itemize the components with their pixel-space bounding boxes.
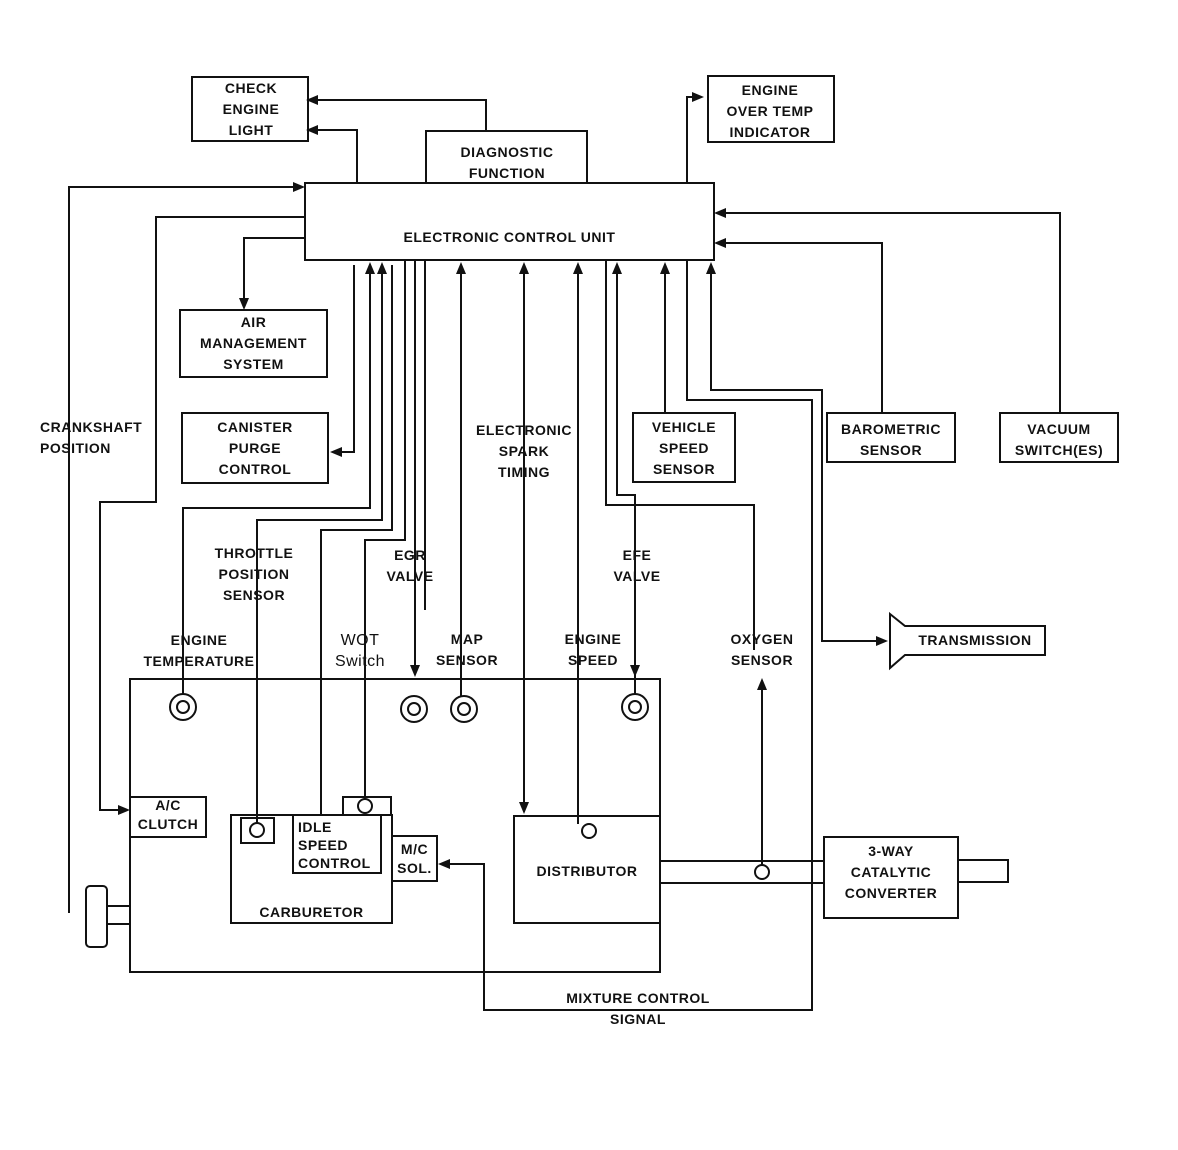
ac-clutch-box [129,796,207,838]
ac-clutch-label: A/C CLUTCH [137,797,199,832]
engine-speed-label: ENGINE SPEED [564,631,622,668]
crank-pulley [85,885,108,948]
wot-switch-label: WOT Switch [334,632,386,670]
mc-sol-label: M/C SOL. [397,841,432,876]
diagnostic-function-box [425,130,588,183]
mixture-control-signal-label: MIXTURE CONTROL SIGNAL [566,990,710,1027]
canister-purge-label: CANISTER PURGE CONTROL [217,419,293,477]
oxygen-sensor-label: OXYGEN SENSOR [730,631,794,668]
air-management-box [179,309,328,378]
engine-temperature-label: ENGINE TEMPERATURE [143,632,255,669]
oxygen-sensor-icon [754,864,770,880]
egr-valve-label: EGR VALVE [386,547,434,584]
canister-purge-box [181,412,329,484]
vehicle-speed-sensor-label: VEHICLE SPEED SENSOR [651,419,717,477]
arrowheads [118,92,888,869]
engine-over-temp-label: ENGINE OVER TEMP INDICATOR [726,82,814,140]
air-management-label: AIR MANAGEMENT SYSTEM [200,314,307,372]
distributor-box [513,815,661,924]
catalytic-converter-label: 3-WAY CATALYTIC CONVERTER [844,843,938,901]
barometric-sensor-box [826,412,956,463]
check-engine-light-label: CHECK ENGINE LIGHT [222,80,280,138]
distributor-label: DISTRIBUTOR [536,863,638,879]
ecu-box [304,182,715,261]
mc-sol-box [391,835,438,882]
crank-shaft [106,905,131,925]
ecu-label: ELECTRONIC CONTROL UNIT [403,229,616,245]
tailpipe [957,859,1009,883]
check-engine-light-box [191,76,309,142]
electronic-spark-timing-label: ELECTRONIC SPARK TIMING [476,422,572,480]
idle-speed-control-label: IDLE SPEED CONTROL [298,819,371,871]
transmission-box [889,611,1046,671]
distributor-sensor-icon [581,823,597,839]
map-sensor-icon [450,695,478,723]
diagnostic-function-label: DIAGNOSTIC FUNCTION [460,144,554,181]
vehicle-speed-sensor-box [632,412,736,483]
crankshaft-position-label: CRANKSHAFT POSITION [40,419,143,456]
idle-speed-control-box [292,814,382,874]
transmission-label: TRANSMISSION [918,632,1032,648]
vacuum-switch-box [999,412,1119,463]
exhaust-pipe [660,860,824,884]
engine-over-temp-box [707,75,835,143]
map-sensor-label: MAP SENSOR [435,631,499,668]
efe-valve-label: EFE VALVE [613,547,661,584]
throttle-position-sensor-label: THROTTLE POSITION SENSOR [214,545,294,603]
egr-valve-sensor-icon [400,695,428,723]
vacuum-switches-label: VACUUM SWITCH(ES) [1014,421,1104,458]
barometric-sensor-label: BAROMETRIC SENSOR [841,421,941,458]
carburetor-label: CARBURETOR [259,904,364,920]
